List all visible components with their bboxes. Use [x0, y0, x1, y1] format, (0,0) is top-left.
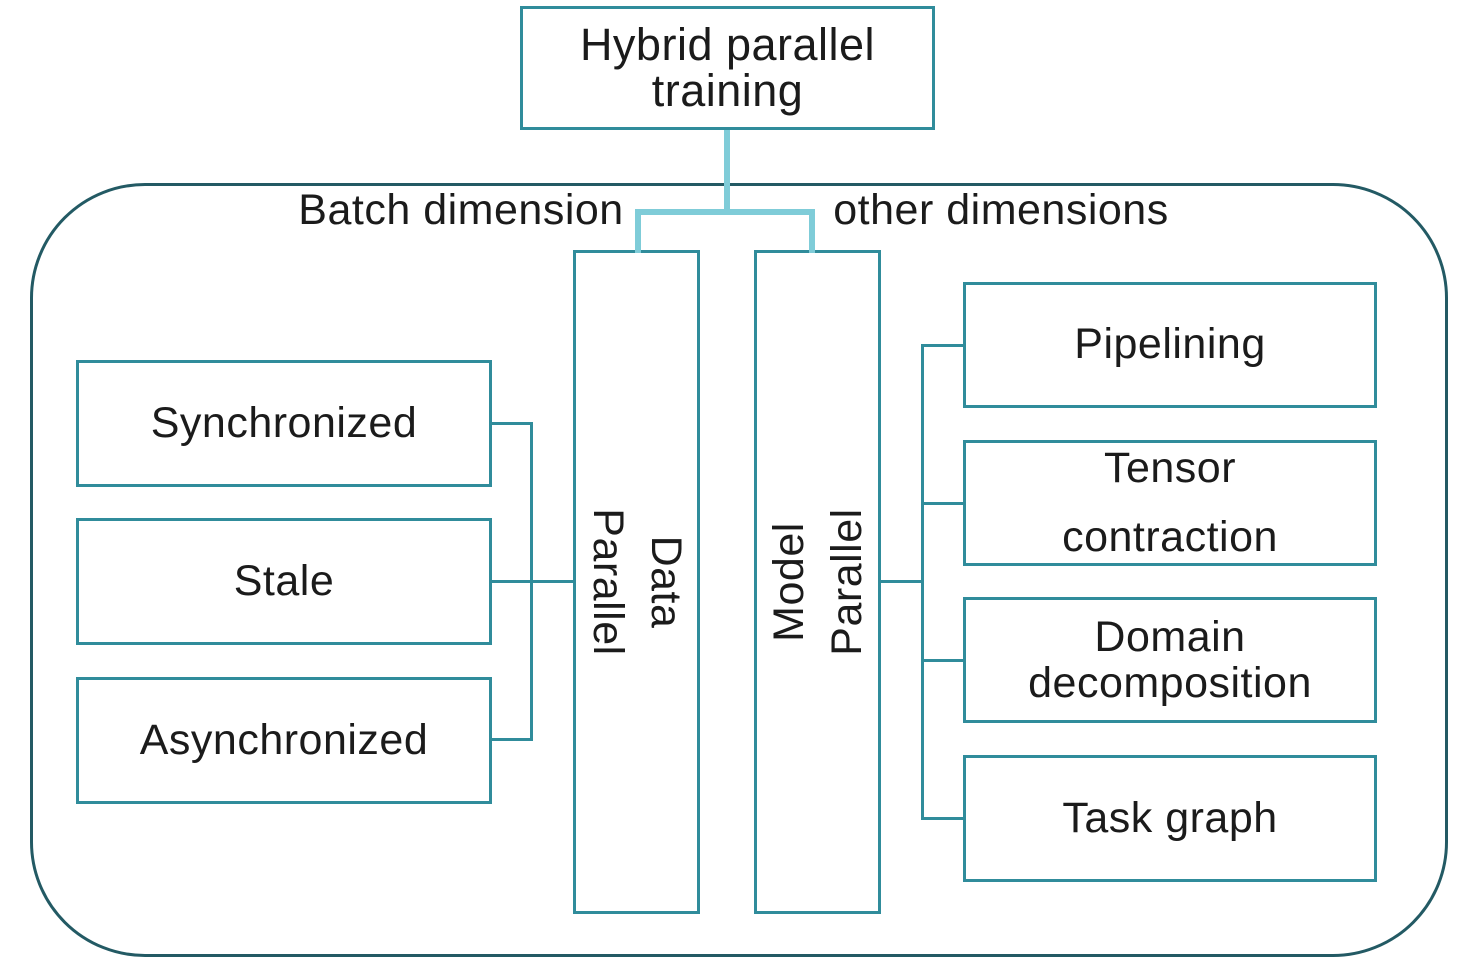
root-box-hybrid-parallel-training: Hybrid parallel training: [520, 6, 935, 130]
box-model-parallel: Model Parallel: [754, 250, 881, 914]
connector-right-spine: [921, 344, 924, 820]
box-asynchronized: Asynchronized: [76, 677, 492, 804]
label-other-dimensions: other dimensions: [833, 186, 1169, 234]
box-tensor-contraction-label: Tensor contraction: [1062, 444, 1278, 561]
label-batch-dimension: Batch dimension: [298, 186, 624, 234]
connector-root-stub: [724, 130, 730, 212]
box-synchronized-label: Synchronized: [150, 398, 418, 447]
box-task-graph-label: Task graph: [1062, 793, 1278, 842]
connector-branch-drop-right: [809, 209, 815, 253]
box-pipelining-label: Pipelining: [1074, 320, 1266, 369]
box-task-graph: Task graph: [963, 755, 1377, 882]
box-stale: Stale: [76, 518, 492, 645]
connector-tensor-contraction-stub: [924, 502, 963, 505]
box-tensor-contraction: Tensor contraction: [963, 440, 1377, 566]
connector-task-graph-stub: [924, 817, 963, 820]
box-asynchronized-label: Asynchronized: [139, 715, 429, 764]
connector-model-parallel-stub: [881, 580, 924, 583]
connector-pipelining-stub: [924, 344, 963, 347]
box-model-parallel-label: Model Parallel: [764, 508, 871, 656]
box-pipelining: Pipelining: [963, 282, 1377, 408]
connector-branch-drop-left: [635, 209, 641, 253]
connector-branch-bar: [635, 209, 815, 215]
connector-synchronized-stub: [492, 422, 533, 425]
box-stale-label: Stale: [233, 556, 335, 605]
box-domain-decomposition-label: Domain decomposition: [1028, 612, 1312, 707]
box-data-parallel-label: Data Parallel: [583, 508, 690, 656]
connector-domain-decomposition-stub: [924, 659, 963, 662]
root-label: Hybrid parallel training: [579, 18, 876, 116]
box-domain-decomposition: Domain decomposition: [963, 597, 1377, 723]
box-data-parallel: Data Parallel: [573, 250, 700, 914]
box-synchronized: Synchronized: [76, 360, 492, 487]
connector-asynchronized-stub: [492, 738, 533, 741]
outer-frame: [30, 183, 1448, 957]
connector-stale-stub: [492, 580, 573, 583]
